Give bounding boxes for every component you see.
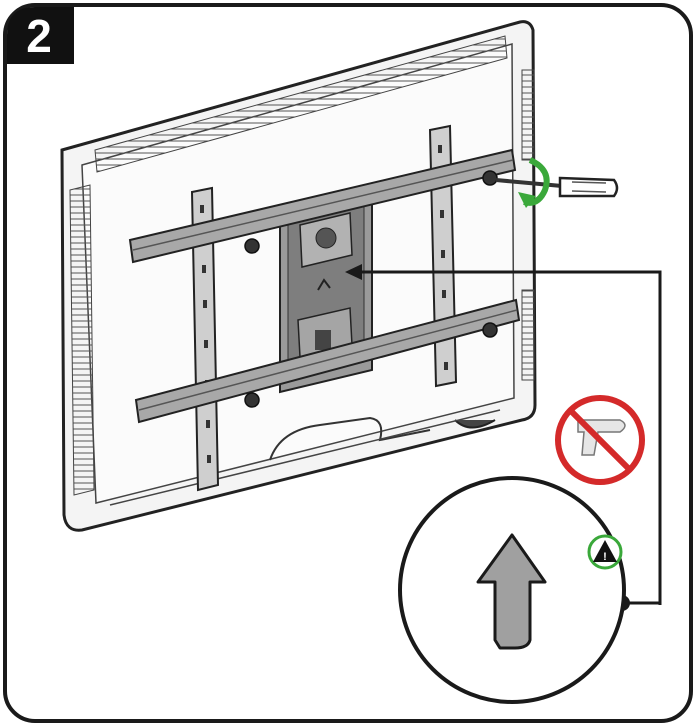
no-power-drill-icon [555,395,645,485]
screwdriver-icon [495,176,619,198]
warning-triangle-icon: ! [587,534,623,570]
bottom-horizontal-rail [134,298,521,424]
up-arrow-icon [476,533,547,650]
mounting-screws [244,170,498,408]
warning-symbol: ! [603,551,607,563]
step-number: 2 [26,10,52,62]
clockwise-rotation-icon [518,157,550,208]
top-horizontal-rail [128,148,517,264]
mounting-plate [279,184,373,394]
detail-magnifier [398,476,626,704]
step-badge [7,7,74,64]
